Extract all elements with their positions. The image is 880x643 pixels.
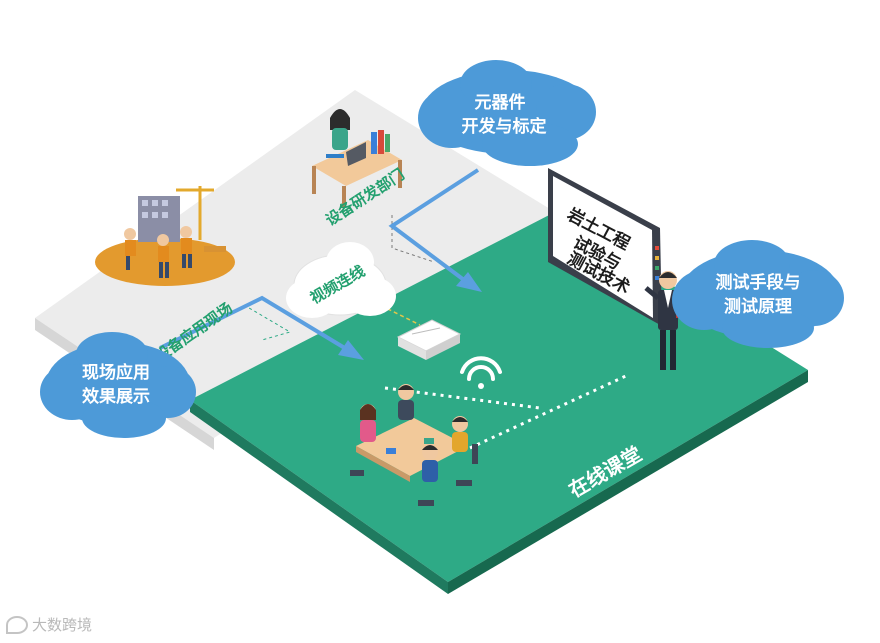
cloud-field-line-2: 效果展示 [82, 386, 150, 407]
cloud-testing-line-1: 测试手段与 [716, 272, 801, 293]
cloud-field-line-1: 现场应用 [82, 362, 150, 383]
watermark: 大数跨境 [6, 614, 92, 635]
cloud-component-line-1: 元器件 [475, 92, 526, 113]
cloud-testing-line-2: 测试原理 [724, 296, 792, 317]
cloud-component-line-2: 开发与标定 [462, 116, 547, 137]
watermark-logo-icon [6, 616, 28, 634]
watermark-text: 大数跨境 [32, 614, 92, 635]
